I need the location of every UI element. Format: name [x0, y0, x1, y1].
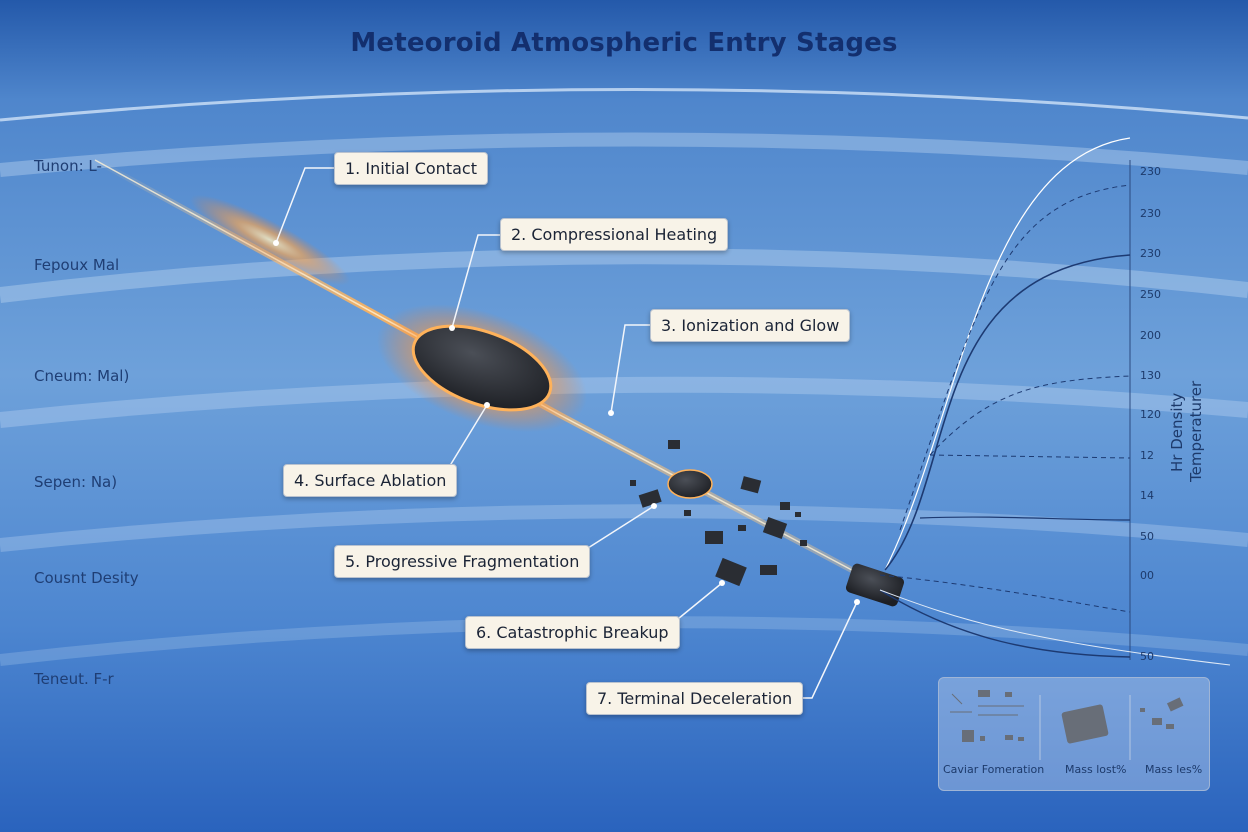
y-tick: 120 — [1140, 408, 1161, 421]
trail-glow — [190, 194, 350, 286]
stage-4-callout: 4. Surface Ablation — [283, 464, 458, 497]
layer-label-3: Cneum: Mal) — [34, 367, 130, 385]
layer-label-4: Sepen: Na) — [34, 473, 118, 491]
layer-label-2: Fepoux Mal — [34, 256, 120, 274]
stage-7-callout: 7. Terminal Deceleration — [586, 682, 804, 715]
inset-label-2: Mass lost% — [1065, 763, 1127, 776]
y-tick: 230 — [1140, 207, 1161, 220]
y-tick: 12 — [1140, 449, 1154, 462]
y-tick: 230 — [1140, 165, 1161, 178]
y-tick: 00 — [1140, 569, 1154, 582]
y-tick: 250 — [1140, 288, 1161, 301]
y-tick: 230 — [1140, 247, 1161, 260]
meteoroid — [411, 324, 553, 412]
layer-label-5: Cousnt Desity — [34, 569, 139, 587]
y-tick: 200 — [1140, 329, 1161, 342]
leader-dots — [273, 240, 860, 605]
y-tick: 130 — [1140, 369, 1161, 382]
inset-label-3: Mass les% — [1145, 763, 1203, 776]
stage-1-callout: 1. Initial Contact — [334, 152, 488, 185]
inset-icons — [950, 690, 1184, 760]
inset-label-1: Caviar Fomeration — [943, 763, 1045, 776]
layer-label-1: Tunon: L- — [34, 157, 102, 175]
graph-curves — [879, 137, 1231, 666]
stage-6-callout: 6. Catastrophic Breakup — [465, 616, 680, 649]
axis-title-line-2: Temperaturer — [1187, 380, 1205, 482]
axis-title-line-1: Hr Density — [1168, 392, 1186, 472]
inset-panel: Caviar Fomeration Mass lost% Mass les% — [938, 677, 1210, 791]
page-title: Meteoroid Atmospheric Entry Stages — [350, 28, 898, 58]
y-tick: 50 — [1140, 530, 1154, 543]
stage-2-callout: 2. Compressional Heating — [500, 218, 729, 251]
stage-3-callout: 3. Ionization and Glow — [650, 309, 851, 342]
stage-5-callout: 5. Progressive Fragmentation — [334, 545, 591, 578]
y-tick: 14 — [1140, 489, 1154, 502]
layer-label-6: Teneut. F-r — [34, 670, 114, 688]
y-tick: 50 — [1140, 650, 1154, 663]
